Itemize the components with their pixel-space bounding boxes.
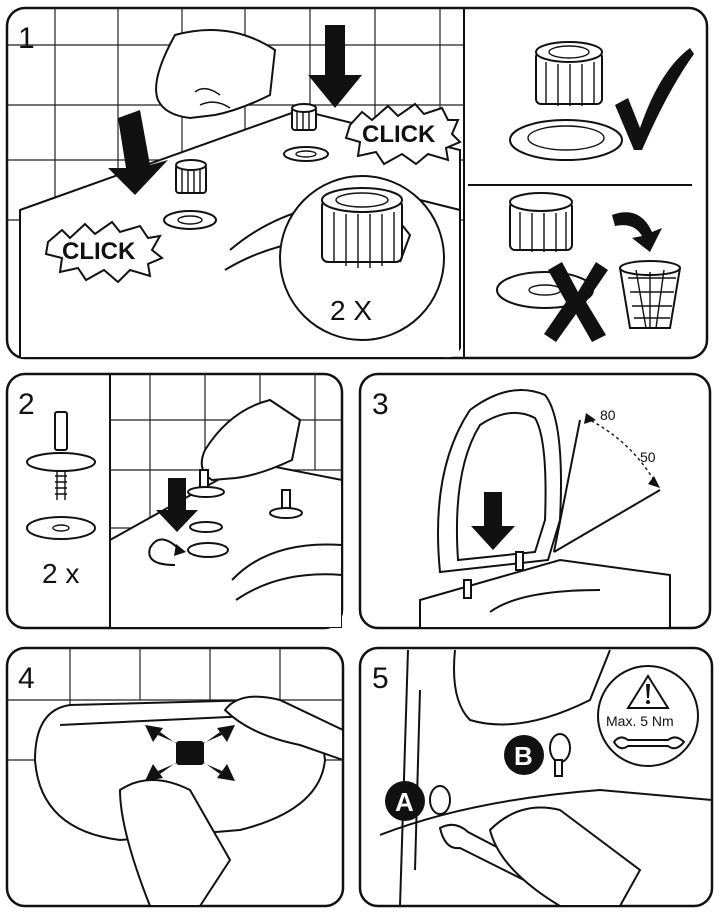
washer-icon bbox=[163, 210, 217, 230]
click-burst-icon: CLICK bbox=[44, 220, 164, 284]
wastebasket-icon bbox=[619, 260, 681, 329]
click-burst-icon: CLICK bbox=[344, 102, 462, 166]
washer-icon bbox=[283, 146, 329, 162]
step1-panel: 1 bbox=[5, 6, 709, 360]
step1-number: 1 bbox=[18, 22, 35, 55]
bolt-icon bbox=[26, 411, 96, 540]
torque-label: Max. 5 Nm bbox=[606, 713, 674, 729]
step3-number: 3 bbox=[372, 388, 389, 421]
down-arrow-icon bbox=[156, 478, 198, 532]
step3-panel: 3 80 50 bbox=[358, 372, 712, 630]
step2-scene bbox=[110, 374, 342, 628]
incorrect-assembly bbox=[496, 192, 681, 342]
correct-assembly bbox=[509, 41, 694, 161]
fixing-b: B bbox=[504, 733, 571, 777]
adapter-icon bbox=[175, 159, 207, 194]
hand-icon bbox=[488, 806, 642, 906]
curved-arrow-icon bbox=[612, 212, 662, 252]
warning-icon bbox=[626, 674, 670, 709]
bolt-count: 2 x bbox=[42, 558, 79, 589]
adapter-count: 2 X bbox=[330, 295, 372, 326]
adapter-icon bbox=[291, 103, 317, 131]
label-b: B bbox=[514, 741, 533, 771]
cross-icon bbox=[544, 262, 608, 342]
step2-number: 2 bbox=[18, 388, 35, 421]
angle-indicator: 80 50 bbox=[553, 407, 661, 553]
hand-icon bbox=[155, 29, 277, 120]
step2-panel: 2 2 x bbox=[5, 372, 344, 630]
down-arrow-icon bbox=[108, 110, 168, 195]
label-a: A bbox=[395, 787, 414, 817]
angle-label-50: 50 bbox=[640, 449, 656, 465]
toilet-seat bbox=[437, 389, 562, 574]
click-label-right: CLICK bbox=[362, 121, 436, 148]
click-label-left: CLICK bbox=[62, 238, 136, 265]
step5-number: 5 bbox=[372, 662, 389, 695]
hand-icon bbox=[223, 695, 343, 762]
fixing-a: A bbox=[385, 781, 451, 821]
rotate-icon bbox=[148, 538, 186, 566]
torque-warning: Max. 5 Nm bbox=[597, 665, 699, 767]
angle-label-80: 80 bbox=[600, 407, 616, 423]
adapter-detail-circle: 2 X bbox=[279, 175, 445, 341]
down-arrow-icon bbox=[308, 25, 362, 108]
move-arrows-icon bbox=[145, 725, 235, 781]
checkmark-icon bbox=[615, 48, 694, 150]
down-arrow-icon bbox=[471, 492, 515, 550]
step4-panel: 4 bbox=[5, 646, 345, 908]
step4-number: 4 bbox=[18, 662, 35, 695]
step5-panel: 5 A B Max. 5 Nm bbox=[358, 646, 714, 908]
wrench-icon bbox=[612, 736, 686, 750]
